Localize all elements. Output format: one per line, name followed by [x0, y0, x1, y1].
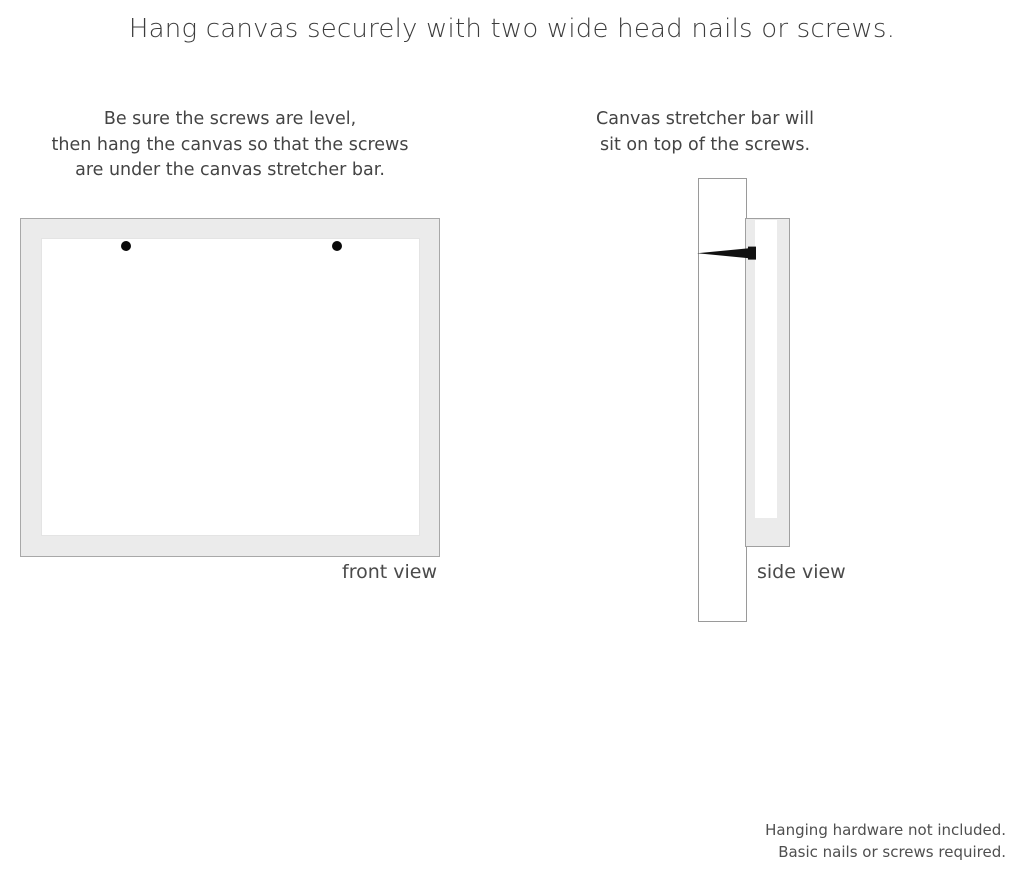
- front-view-canvas-face: [41, 238, 420, 536]
- side-view-caption-line-1: Canvas stretcher bar will: [596, 109, 814, 129]
- footer-disclaimer: Hanging hardware not included. Basic nai…: [765, 819, 1006, 863]
- side-view-caption: Canvas stretcher bar will sit on top of …: [560, 107, 850, 158]
- screw-head-left-icon: [121, 241, 131, 251]
- screw-head-right-icon: [332, 241, 342, 251]
- footer-line-1: Hanging hardware not included.: [765, 821, 1006, 839]
- side-view-caption-line-2: sit on top of the screws.: [599, 134, 811, 155]
- front-view-caption-line-1: Be sure the screws are level,: [103, 109, 357, 129]
- side-view-label: side view: [757, 561, 846, 583]
- front-view-caption-line-2: then hang the canvas so that the screws: [51, 134, 409, 155]
- front-view-label: front view: [342, 561, 437, 583]
- side-view-screw-icon: [697, 243, 765, 263]
- front-view-canvas-frame: [20, 218, 440, 557]
- footer-line-2: Basic nails or screws required.: [778, 843, 1006, 861]
- front-view-caption-line-3: are under the canvas stretcher bar.: [75, 160, 385, 180]
- page-title: Hang canvas securely with two wide head …: [128, 14, 896, 44]
- front-view-caption: Be sure the screws are level, then hang …: [20, 107, 440, 184]
- side-view-canvas-profile: [745, 218, 790, 547]
- side-view-stretcher-bar: [755, 220, 777, 518]
